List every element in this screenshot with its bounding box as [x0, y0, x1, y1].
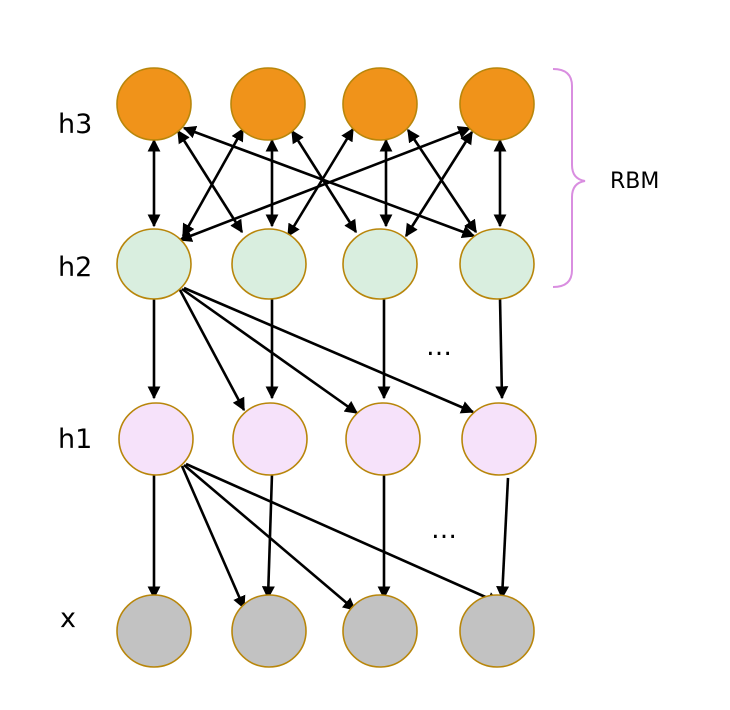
edge-h3-4-h2-1: [178, 126, 472, 242]
ellipsis-h1-x: …: [431, 515, 459, 545]
edge-h3-3-h2-2: [286, 127, 355, 238]
node-x-3: [342, 594, 418, 668]
node-h2-4: [459, 228, 535, 300]
edge-h2-1-h1-2: [178, 289, 246, 412]
layer-h1-nodes: [118, 402, 537, 476]
layer-label-h3: h3: [58, 109, 92, 140]
edge-h1-1-x-2: [180, 465, 246, 610]
node-h2-3: [342, 228, 418, 300]
node-h3-1: [116, 67, 192, 141]
rbm-brace: [552, 68, 586, 288]
node-x-1: [116, 594, 192, 668]
layer-label-x: x: [60, 603, 76, 634]
node-h3-2: [230, 67, 306, 141]
edge-h3-4-h2-3: [404, 130, 474, 238]
edge-h2-4-h1-4: [495, 297, 509, 400]
node-h2-2: [231, 228, 307, 300]
node-h3-4: [459, 67, 535, 141]
edge-h2-1-h1-3: [181, 287, 359, 415]
edge-h1-2-x-2: [261, 473, 275, 600]
node-h1-1: [118, 402, 194, 476]
edges-h2-h1: [147, 286, 509, 415]
layer-label-h2: h2: [58, 252, 92, 283]
ellipsis-h2-h1: …: [426, 332, 454, 362]
layer-h3-nodes: [116, 67, 535, 141]
edges-h1-x: [147, 462, 510, 611]
node-h2-1: [116, 228, 192, 300]
edges-h3-h2: [147, 125, 507, 242]
edge-h2-1-h1-4: [183, 286, 475, 414]
node-h1-2: [232, 402, 308, 476]
node-h1-4: [461, 402, 537, 476]
edge-h3-2-h2-3: [290, 129, 358, 234]
node-x-4: [459, 594, 535, 668]
layer-h2-nodes: [116, 228, 535, 300]
layer-x-nodes: [116, 594, 535, 668]
edge-h1-1-x-4: [185, 462, 501, 605]
edge-h1-4-x-4: [496, 477, 510, 600]
layer-label-h1: h1: [58, 424, 92, 455]
node-h3-3: [342, 67, 418, 141]
rbm-label: RBM: [610, 169, 659, 194]
node-x-2: [231, 594, 307, 668]
node-h1-3: [345, 402, 421, 476]
